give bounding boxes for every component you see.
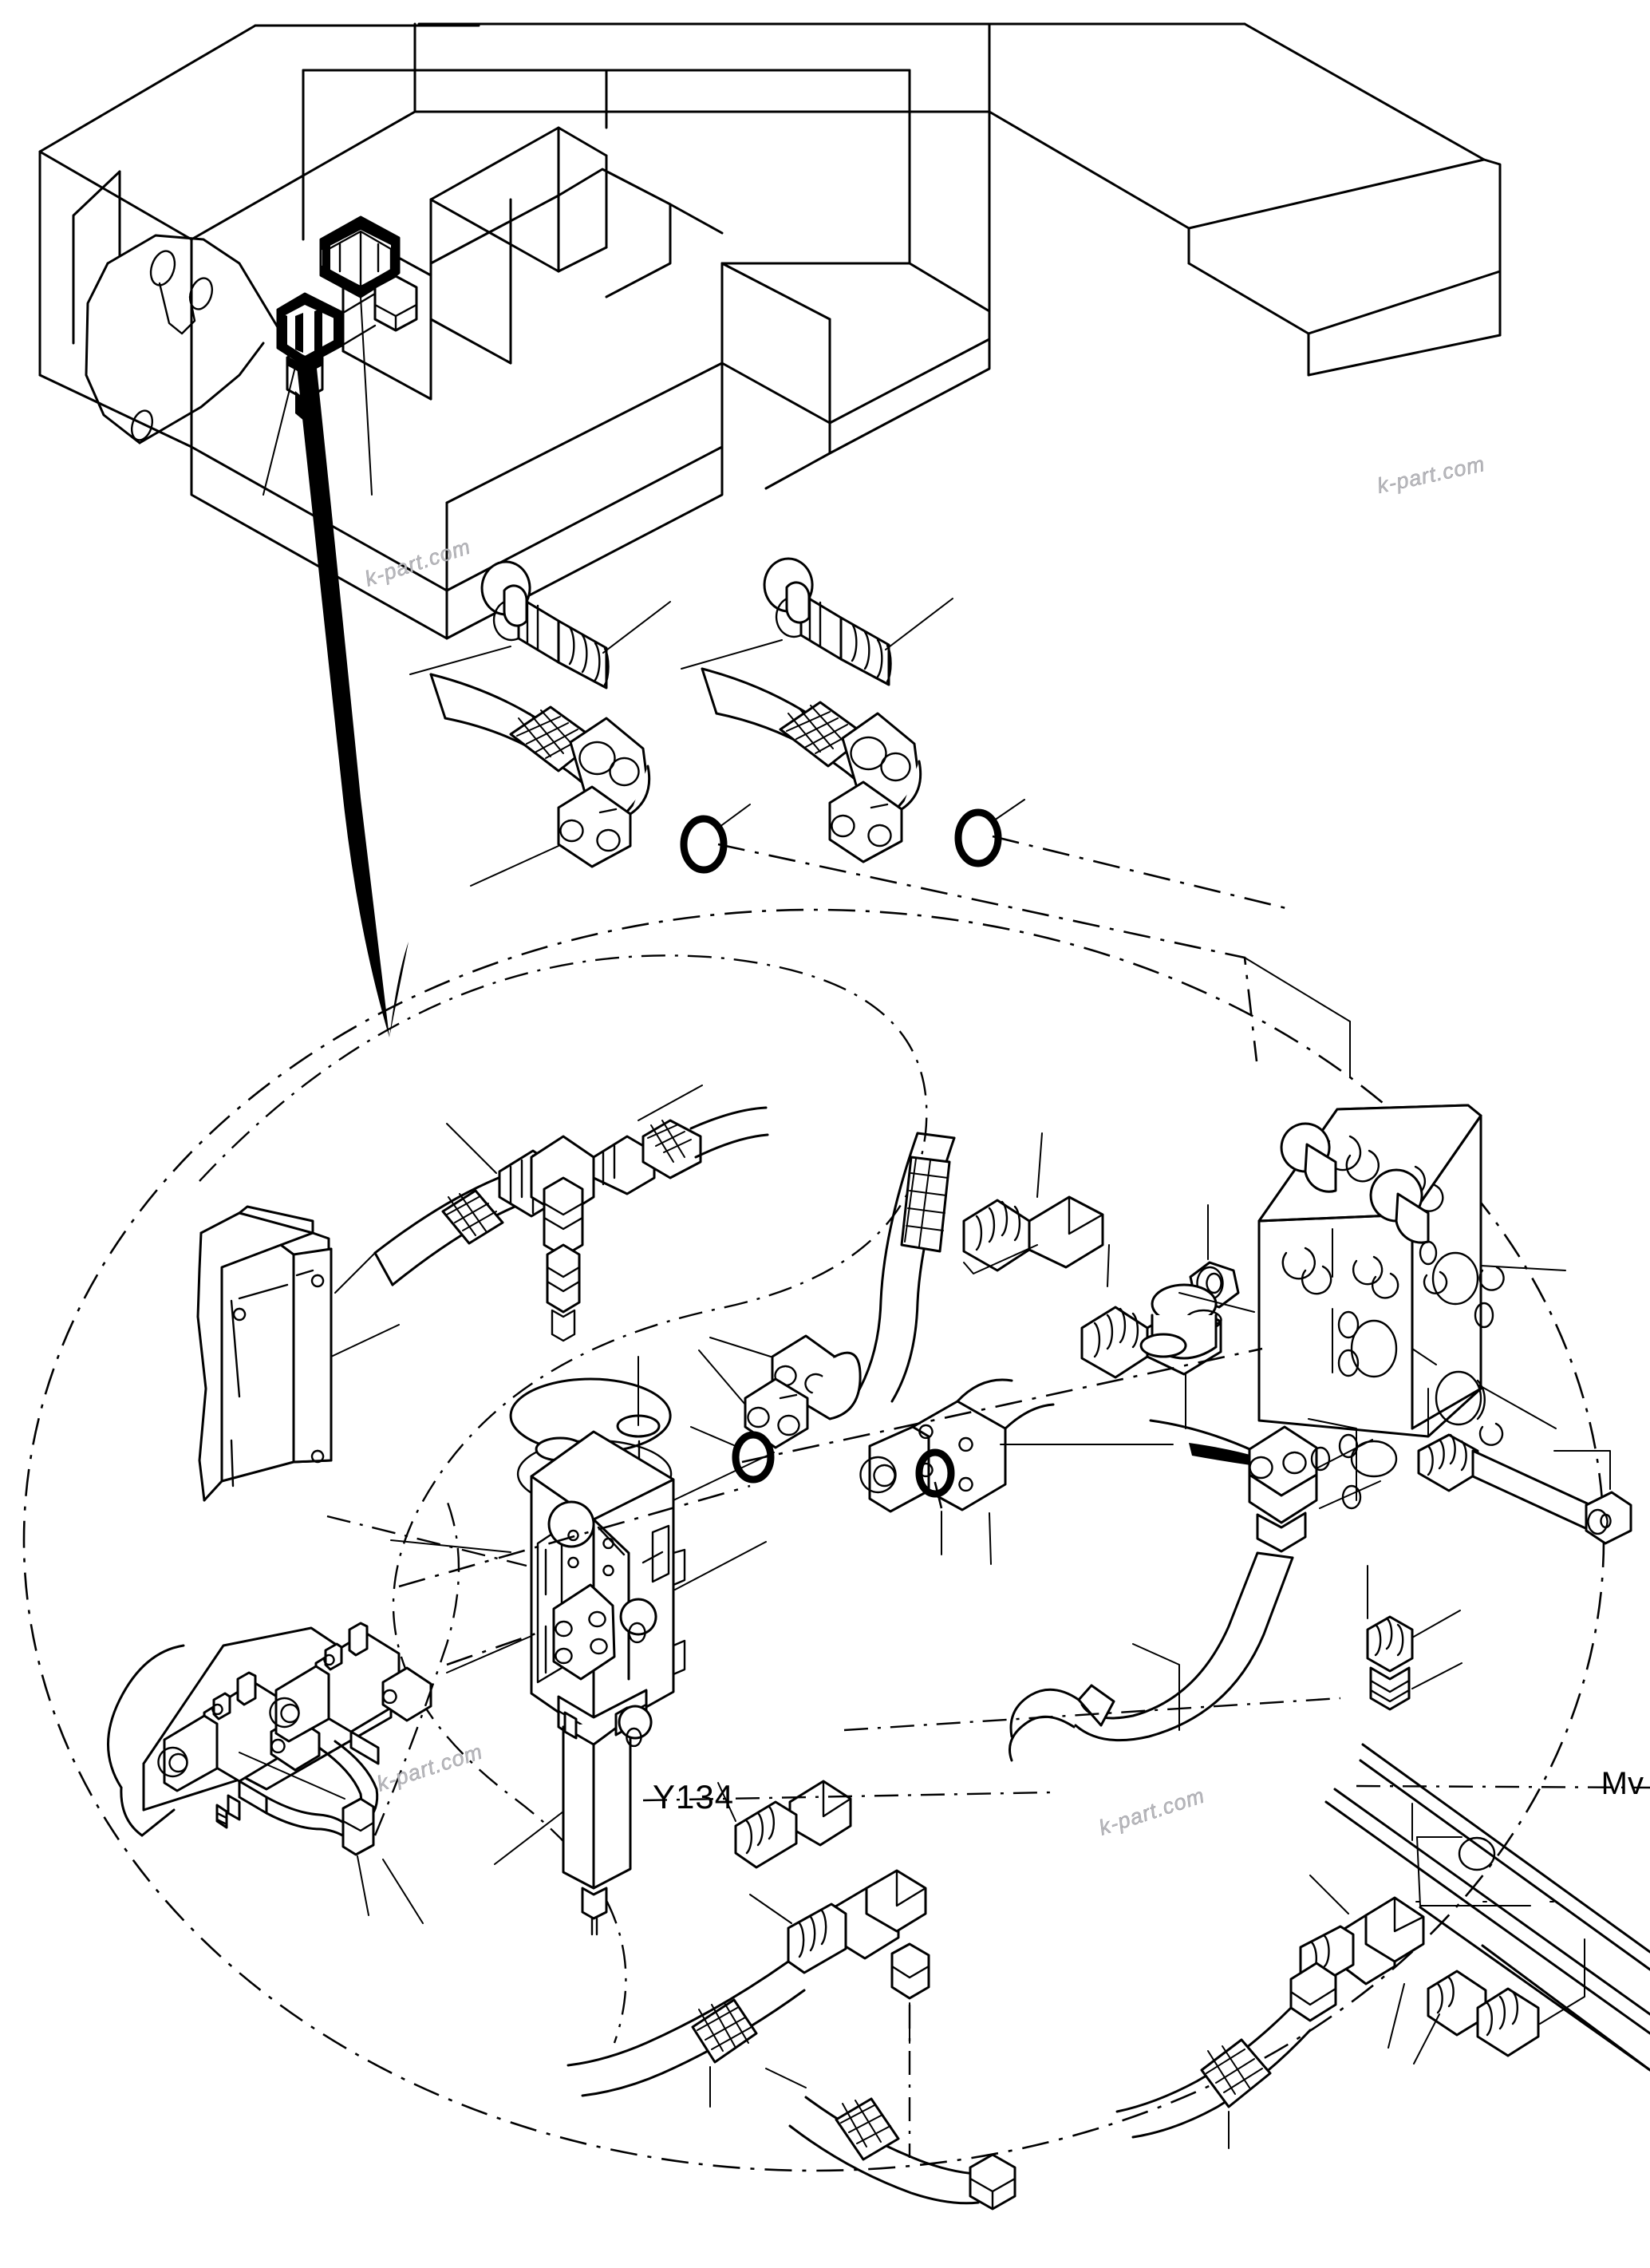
hose-upper-leader — [446, 1123, 497, 1174]
plug-screw — [1248, 1425, 1318, 1553]
flange-adapter — [859, 1378, 1055, 1513]
valve-pos-dashdot — [326, 1515, 527, 1567]
oring-leader-2 — [993, 799, 1025, 821]
manifold-connect-line — [1244, 957, 1351, 1022]
manifold-leader-a — [1480, 1265, 1566, 1271]
mv-trace-line — [1356, 1784, 1650, 1789]
elbow-leader-4 — [1539, 1938, 1585, 2025]
pipe-leader — [1132, 1643, 1180, 1731]
o-ring-seal-detail-a — [732, 1431, 775, 1484]
manifold-leader-b — [1178, 1292, 1255, 1313]
bent-steel-pipe — [1009, 1551, 1294, 1762]
valve-part-label: Y134 — [653, 1778, 735, 1816]
hose-leader-line-2 — [681, 639, 783, 670]
bolt-leader-a — [1036, 1132, 1043, 1198]
hose-bottom-center-lower — [788, 2124, 980, 2205]
tee-fitting-upper — [373, 1106, 769, 1342]
hydraulic-hose-lower-left — [734, 1780, 852, 1869]
hydraulic-hose-assembly-left — [429, 560, 671, 868]
valve-leader-c — [673, 1452, 775, 1501]
socket-head-bolt — [763, 557, 892, 686]
elbow-fitting — [1289, 1896, 1540, 2057]
valve-leader-d — [674, 1541, 767, 1590]
socket-head-bolt — [480, 560, 610, 689]
hydraulic-hose-assembly-right — [701, 557, 953, 863]
assembly-trace-valve-left — [446, 1630, 543, 1666]
valve-base-trace — [642, 1791, 1052, 1802]
assembly-trace-line-1 — [717, 843, 1258, 1062]
oring-detail-leader-a — [690, 1426, 736, 1447]
stud-leader — [1411, 1610, 1461, 1638]
hose-ferrule-bottom-center — [835, 2097, 900, 2161]
o-ring-seal-top-right — [954, 808, 1002, 867]
detail-inner-boundary — [199, 954, 928, 2044]
bolt-leader-a2 — [963, 1244, 1038, 1274]
cap-plug — [1139, 1283, 1222, 1360]
stud-leader-2 — [1411, 1662, 1462, 1689]
manifold-part-label: Mv — [1601, 1766, 1644, 1801]
solenoid-leader-a — [357, 1855, 369, 1916]
lower-bolt-leader — [717, 1782, 736, 1822]
hose-ferrule-bottom-right — [1200, 2038, 1272, 2108]
lower-assembly-trace — [843, 1697, 1341, 1732]
machine-overview-isometric — [38, 22, 1502, 640]
connector-leader-line-2 — [360, 296, 373, 496]
plate-leader-line — [330, 1324, 400, 1357]
mounting-plate-bracket — [196, 1205, 333, 1502]
flange-adapter-leader-2 — [989, 1512, 992, 1565]
elbow-leader-2 — [1388, 1983, 1405, 2049]
assembly-trace-manifold — [741, 1347, 1263, 1464]
hose-upper-leader-2 — [334, 1252, 376, 1294]
hose-leader-line — [409, 646, 511, 675]
elbow-leader — [1309, 1875, 1349, 1914]
assembly-trace-oring — [398, 1484, 751, 1588]
solenoid-assembly-trace — [373, 1499, 460, 1836]
flange-half-leader-a — [709, 1337, 772, 1357]
hose-ferrule-bottom-left — [691, 1998, 758, 2064]
assembly-trace-flange — [932, 1476, 943, 1509]
bracket-line — [239, 1752, 345, 1800]
valve-leader-a — [446, 1635, 532, 1673]
hose-bottom-center-upper — [804, 2096, 991, 2175]
electrical-connector-lower — [276, 275, 418, 421]
solenoid-leader-b — [382, 1859, 424, 1924]
detail-leader-arrow — [295, 351, 409, 1037]
hose-br-lower — [1131, 2029, 1312, 2139]
manifold-leader-c — [1478, 1385, 1557, 1429]
connector-leader-line — [262, 366, 296, 496]
long-bolt-leader-2 — [1553, 1450, 1611, 1490]
solenoid-valve-body — [509, 1377, 686, 1936]
hose-bc-leader — [765, 2068, 807, 2088]
manifold-line-bundle — [1324, 1743, 1650, 2072]
o-ring-seal-top-left — [680, 815, 728, 874]
solenoid-coil-pair-bracket — [107, 1622, 432, 1856]
tee-leader-line — [638, 1085, 703, 1121]
oring-leader-1 — [719, 804, 751, 828]
hose-bottom-left-upper — [566, 1960, 790, 2067]
stud-bolt — [1366, 1615, 1414, 1711]
hydraulic-manifold-block — [1257, 1104, 1505, 1510]
flange-leader-line — [470, 845, 559, 887]
bolt-leader-b — [1107, 1244, 1110, 1287]
hose-br-upper — [1115, 2006, 1293, 2113]
electrical-connector-upper — [319, 215, 401, 298]
flange-half-leader-b — [698, 1349, 746, 1405]
hex-union-bottom — [969, 2153, 1016, 2211]
valve-leader-b — [494, 1811, 564, 1865]
elbow-leader-3 — [1413, 2013, 1440, 2065]
tee-fitting-lower — [787, 1869, 930, 2000]
plug-screw-leader2 — [1319, 1480, 1381, 1509]
hydraulic-hose-center — [744, 1132, 956, 1449]
long-hex-bolt — [1417, 1433, 1632, 1545]
o-ring-seal-detail-b — [915, 1448, 955, 1498]
hose-bottom-left-lower — [581, 1989, 806, 2097]
assembly-trace-line-2 — [992, 835, 1293, 911]
socket-head-bolt-mid-a — [962, 1195, 1104, 1272]
tee-lower-leader — [749, 1894, 792, 1924]
